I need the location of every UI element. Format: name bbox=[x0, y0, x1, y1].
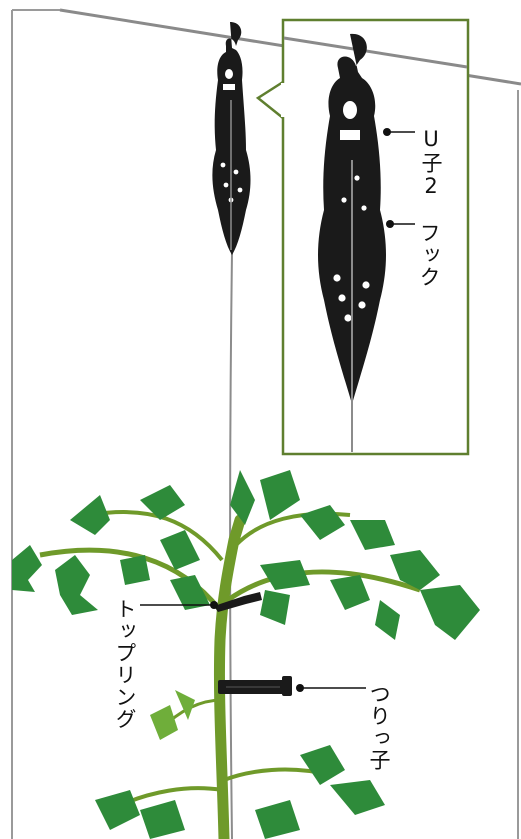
label-clip: つりっ子 bbox=[368, 683, 389, 771]
label-top-ring: トップリング bbox=[114, 598, 135, 730]
inset-pointer bbox=[258, 82, 283, 118]
clip-icon bbox=[218, 676, 292, 696]
hanger-hook-icon bbox=[212, 22, 250, 255]
tomato-plant-icon bbox=[12, 470, 480, 839]
label-u2: U子2 bbox=[420, 127, 441, 199]
label-hook: フック bbox=[418, 222, 439, 288]
